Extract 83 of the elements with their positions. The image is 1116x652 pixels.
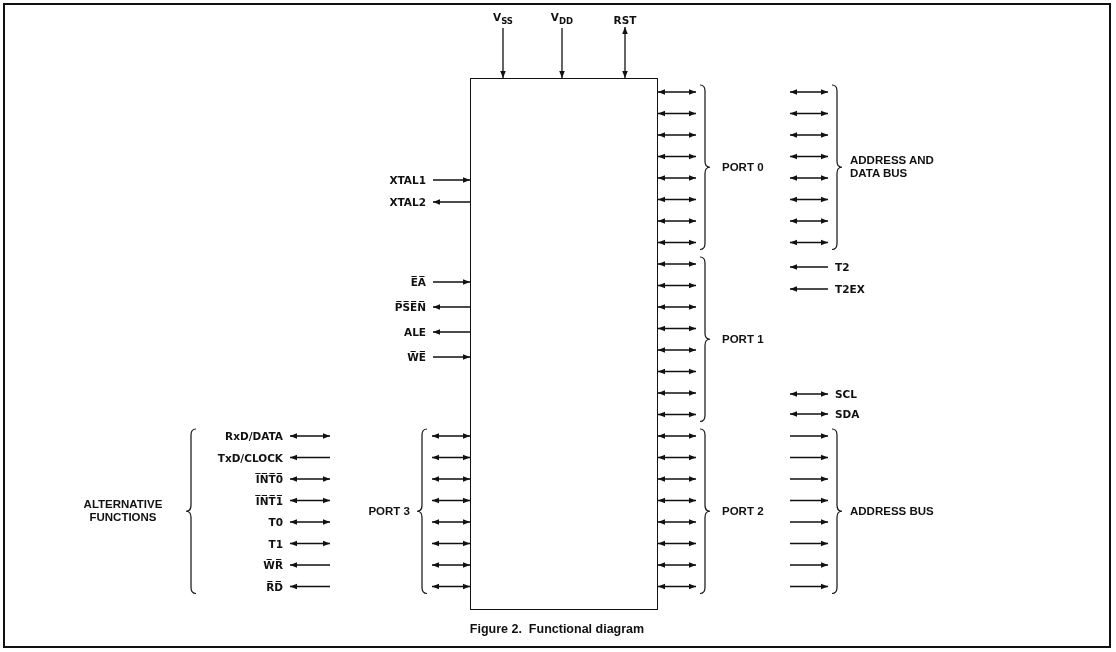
signal-arrow — [789, 391, 829, 397]
pin-arrow — [431, 454, 471, 461]
pin-label: T0 — [261, 515, 290, 529]
pin-arrow — [657, 562, 697, 568]
pin-arrow — [431, 540, 471, 547]
pin-arrow — [657, 433, 697, 439]
pin-arrow — [657, 218, 697, 224]
pin-arrow — [431, 433, 471, 439]
group-label: ADDRESS AND DATA BUS — [850, 154, 935, 181]
pin-arrow — [657, 411, 697, 418]
signal-arrow — [289, 562, 331, 568]
signal-arrow — [789, 286, 829, 292]
pin-label: P̅S̅E̅N̅ — [387, 300, 433, 314]
pin-label: T1 — [261, 536, 290, 551]
pin-arrow — [657, 175, 697, 181]
pin-label: V$_{SS}$ — [486, 10, 520, 28]
chip-box — [470, 78, 658, 610]
pin-arrow — [657, 132, 697, 138]
pin-arrow — [657, 347, 697, 353]
signal-arrow — [789, 264, 829, 270]
signal-arrow — [289, 433, 331, 439]
pin-arrow — [500, 27, 506, 79]
port-label: PORT 1 — [722, 332, 764, 346]
figure-caption: Figure 2. Functional diagram — [469, 622, 645, 636]
pin-arrow — [431, 562, 471, 568]
port-label: PORT 3 — [368, 504, 410, 518]
pin-arrow — [657, 519, 697, 525]
pin-label: SCL — [828, 387, 864, 401]
pin-arrow — [431, 476, 471, 482]
group-label: ALTERNATIVE FUNCTIONS — [82, 498, 164, 525]
pin-label: W̅E̅ — [400, 350, 433, 364]
signal-arrow — [289, 454, 331, 461]
pin-arrow — [657, 368, 697, 375]
pin-label: ALE — [397, 325, 433, 339]
pin-label: T2 — [828, 260, 857, 274]
pin-arrow — [432, 354, 471, 360]
pin-label: XTAL2 — [382, 195, 433, 209]
port-label: PORT 2 — [722, 504, 764, 518]
pin-arrow — [657, 110, 697, 117]
pin-label: RxD/DATA — [218, 429, 290, 443]
pin-label: RST — [606, 13, 644, 27]
pin-arrow — [657, 476, 697, 482]
pin-arrow — [657, 325, 697, 332]
pin-arrow — [657, 304, 697, 310]
pin-arrow — [657, 239, 697, 246]
pin-arrow — [657, 583, 697, 590]
pin-label: XTAL1 — [382, 173, 433, 187]
pin-arrow — [432, 304, 471, 310]
pin-arrow — [657, 282, 697, 289]
pin-arrow — [657, 196, 697, 203]
signal-arrow — [289, 476, 331, 482]
pin-arrow — [431, 497, 471, 504]
pin-arrow — [657, 454, 697, 461]
pin-arrow — [432, 177, 471, 183]
pin-label: R̅D̅ — [259, 579, 290, 594]
pin-arrow — [432, 329, 471, 335]
pin-arrow — [657, 261, 697, 267]
pin-label: SDA — [828, 407, 867, 421]
signal-arrow — [289, 583, 331, 590]
pin-arrow — [622, 26, 628, 79]
pin-label: T2EX — [828, 282, 872, 296]
pin-label: E̅A̅ — [403, 275, 433, 289]
signal-arrow — [289, 519, 331, 525]
pin-arrow — [657, 390, 697, 396]
pin-arrow — [657, 497, 697, 504]
pin-arrow — [657, 153, 697, 160]
pin-label: TxD/CLOCK — [210, 450, 290, 465]
pin-label: W̅R̅ — [256, 558, 290, 572]
pin-label: I̅N̅T̅1̅ — [248, 493, 290, 508]
pin-label: I̅N̅T̅0̅ — [248, 472, 290, 486]
pin-arrow — [431, 519, 471, 525]
pin-arrow — [657, 540, 697, 547]
pin-arrow — [432, 279, 471, 285]
port-label: PORT 0 — [722, 160, 764, 174]
pin-arrow — [431, 583, 471, 590]
group-label: ADDRESS BUS — [850, 504, 934, 518]
pin-arrow — [657, 89, 697, 95]
signal-arrow — [289, 497, 331, 504]
pin-arrow — [432, 199, 471, 205]
pin-label: V$_{DD}$ — [543, 10, 581, 28]
signal-arrow — [289, 540, 331, 547]
pin-arrow — [559, 27, 565, 79]
signal-arrow — [789, 411, 829, 417]
